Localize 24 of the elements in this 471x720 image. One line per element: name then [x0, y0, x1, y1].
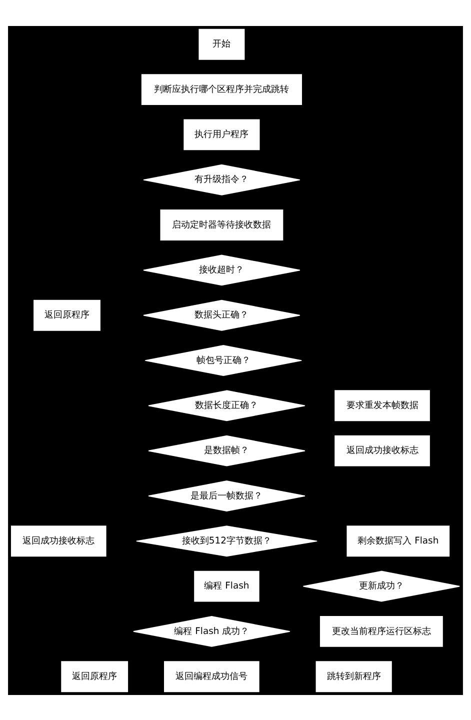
node-diamond: 数据长度正确？ [148, 390, 306, 421]
node-box: 跳转到新程序 [316, 660, 392, 692]
node-box: 启动定时器等待接收数据 [160, 209, 284, 240]
node-box: 剩余数据写入 Flash [346, 525, 450, 556]
node-box: 返回成功接收标志 [10, 525, 106, 556]
node-diamond: 帧包号正确？ [144, 344, 302, 376]
node-diamond: 编程 Flash 成功？ [133, 615, 290, 646]
node-diamond: 是数据帧？ [148, 434, 306, 466]
node-diamond: 接收超时？ [143, 254, 300, 286]
node-box: 返回编程成功信号 [164, 660, 260, 692]
node-box: 要求重发本帧数据 [334, 390, 430, 421]
node-box: 判断应执行哪个区程序并完成跳转 [141, 74, 302, 105]
node-diamond: 更新成功？ [302, 570, 460, 602]
node-box: 开始 [198, 28, 245, 60]
node-box: 返回成功接收标志 [334, 434, 430, 466]
node-box: 更改当前程序运行区标志 [320, 615, 443, 646]
node-diamond: 数据头正确？ [143, 299, 300, 330]
node-box: 编程 Flash [194, 570, 260, 602]
node-box: 返回原程序 [61, 660, 128, 692]
node-diamond: 是最后一帧数据？ [148, 480, 306, 511]
node-diamond: 有升级指令？ [143, 164, 300, 195]
node-box: 执行用户程序 [184, 118, 260, 150]
node-diamond: 接收到512字节数据？ [136, 525, 318, 556]
node-box: 返回原程序 [34, 299, 100, 330]
